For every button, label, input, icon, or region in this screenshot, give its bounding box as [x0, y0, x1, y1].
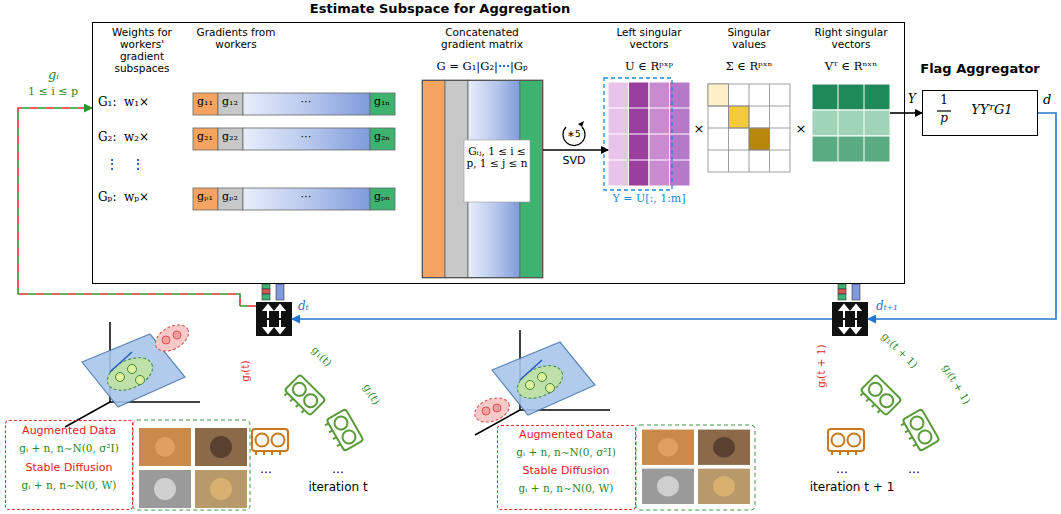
noise-box: Augmented Data gᵢ + n, n∼N(0, σ²I) Stable … [497, 425, 636, 510]
node-text: gₚₙ [374, 191, 390, 204]
switch-node: iteration t + 1 [832, 302, 868, 336]
noise-box: Augmented Data gᵢ + n, n∼N(0, σ²I) Stable … [5, 420, 133, 510]
connector [543, 149, 608, 151]
node-text: gₚ₂ [222, 191, 238, 204]
free-label: dₜ₊₁ [876, 300, 898, 314]
node-text: g₂ₙ [374, 131, 390, 144]
aggregator-box: Flag Aggregator1pYYᵀG1 [922, 90, 1038, 136]
u-matrix: Left singular vectorsU ∈ Rᵖˣᵖ [608, 82, 690, 186]
free-label: gᵢ(t + 1) [815, 344, 827, 387]
node-text: G₂: [98, 131, 116, 145]
node-text: ⋯ [301, 131, 312, 144]
free-label: gⱼ(t + 1) [941, 362, 973, 406]
node-text: 1 [940, 94, 948, 108]
node-title: Right singular vectors [808, 26, 894, 50]
free-label: 1 ≤ i ≤ p [28, 86, 78, 99]
node-text: Σ ∈ Rᵖˣⁿ [725, 60, 772, 73]
switch-node: iteration t [256, 302, 292, 336]
node-text: p [940, 112, 948, 126]
node-title: Singular values [709, 26, 789, 50]
free-label: gⱼ(t) [361, 382, 382, 407]
node-text: U ∈ Rᵖˣᵖ [625, 60, 673, 73]
connector [292, 318, 832, 320]
node-text: ⋮ [132, 158, 144, 172]
free-label: Y = U[:, 1:m] [612, 193, 685, 206]
edge-label: Y [908, 93, 916, 107]
node-text: gᵢ + n, n∼N(0, W) [519, 482, 614, 494]
node-title: Concatenated gradient matrix [427, 26, 537, 50]
free-label: gᵢ(t) [239, 360, 251, 381]
node-text: G = G₁|G₂|⋯|Gₚ [436, 60, 527, 73]
node-title: Flag Aggregator [920, 62, 1039, 77]
node-text: ⋮ [106, 158, 118, 172]
node-text: ⋯ [301, 96, 312, 109]
connector [868, 113, 1056, 319]
node-text: Stable Diffusion [523, 465, 610, 478]
node-text: G₁: [98, 96, 116, 110]
edge-label: SVD [563, 155, 586, 168]
vt-matrix: Right singular vectorsVᵀ ∈ Rⁿˣⁿ [812, 84, 890, 162]
node-text: w₂× [124, 131, 149, 145]
connector [890, 112, 922, 114]
node-text: gᵢ + n, n∼N(0, σ²I) [516, 446, 616, 458]
node-title: Gradients from workers [196, 26, 276, 50]
node-text: Stable Diffusion [26, 462, 113, 475]
connector [18, 108, 256, 306]
node-text: g₂₂ [222, 131, 238, 144]
node-text: w₁× [124, 96, 149, 110]
node-title: Augmented Data [22, 425, 116, 438]
free-label: ∗5 [567, 129, 580, 139]
sigma-matrix: Singular valuesΣ ∈ Rᵖˣⁿ [708, 84, 790, 172]
weights-column: Weights for workers' gradient subspacesG… [96, 24, 188, 216]
node-title: iteration t + 1 [810, 481, 895, 495]
free-label: g₁(t) [309, 344, 334, 369]
node-text: Gᵢⱼ, 1 ≤ i ≤ p, 1 ≤ j ≤ n [465, 145, 529, 169]
frame-box: Estimate Subspace for AggregationWeights… [92, 22, 905, 284]
connector-overlay [18, 108, 256, 306]
edge-label: gᵢ [48, 68, 59, 83]
node-title: iteration t [308, 481, 367, 495]
free-label: … [260, 463, 272, 477]
free-label: × [796, 122, 807, 137]
node-text: g₁₁ [197, 96, 213, 109]
node-text: Gₚ: [98, 191, 116, 205]
edge-label: dₜ [298, 300, 309, 314]
node-text: wₚ× [124, 191, 149, 205]
gradient-matrix: Concatenated gradient matrixG = G₁|G₂|⋯|… [422, 80, 543, 278]
edge-label: d [1043, 93, 1051, 108]
node-text: gᵢ + n, n∼N(0, σ²I) [19, 442, 119, 454]
node-text: Vᵀ ∈ Rⁿˣⁿ [825, 60, 877, 73]
node-text: g₂₁ [197, 131, 213, 144]
node-text: YYᵀG1 [971, 103, 1012, 118]
node-title: Weights for workers' gradient subspaces [100, 26, 184, 74]
free-label: … [332, 463, 344, 477]
node-text: g₁ₙ [374, 96, 390, 109]
node-title: Left singular vectors [604, 26, 694, 50]
node-text: ⋯ [301, 191, 312, 204]
free-label: … [908, 463, 920, 477]
free-label: × [694, 122, 705, 137]
node-title: Estimate Subspace for Aggregation [310, 2, 570, 17]
free-label: g₁(t + 1) [880, 330, 921, 371]
free-label: … [836, 463, 848, 477]
node-text: gᵢ + n, n∼N(0, W) [22, 479, 117, 491]
node-text: gₚ₁ [197, 191, 213, 204]
node-text: g₁₂ [222, 96, 238, 109]
node-title: Augmented Data [519, 429, 613, 442]
gradient-rows: Gradients from workers g₁₁ g₁₂ ⋯ g₁ₙ g₂₁ g₂₂ ⋯ g… [192, 24, 398, 216]
